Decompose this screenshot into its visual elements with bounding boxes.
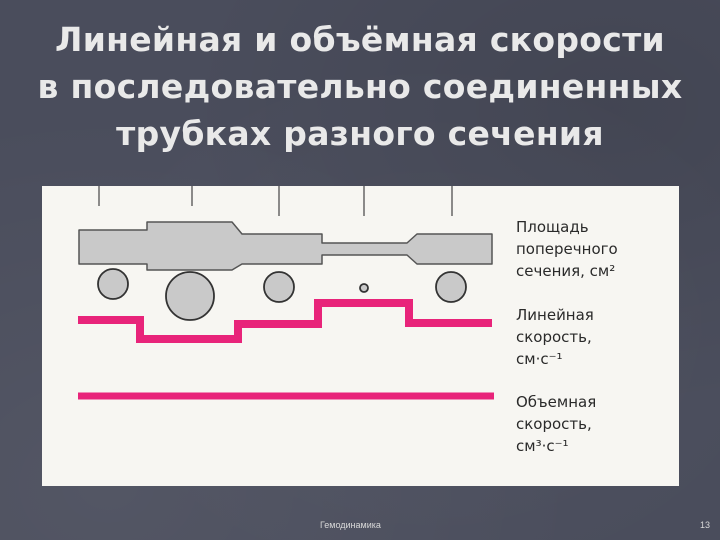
tube-shape [78, 221, 493, 271]
legend-cross-section-area: Площадь поперечного сечения, см² [516, 216, 618, 282]
legend-linear-line-1: Линейная [516, 306, 594, 324]
legend-area-line-2: поперечного [516, 240, 618, 258]
diagram-drawing [78, 186, 494, 400]
legend-volume-velocity: Объемная скорость, см³·с⁻¹ [516, 391, 596, 457]
title-line-2: в последовательно соединенных [37, 67, 683, 106]
legend-area-line-1: Площадь [516, 218, 589, 236]
tube-velocity-diagram: Площадь поперечного сечения, см² Линейна… [42, 186, 679, 486]
legend-linear-line-2: скорость, [516, 328, 592, 346]
cross-section-circle-3 [263, 271, 295, 303]
slide-title: Линейная и объёмная скорости в последова… [0, 16, 720, 157]
legend-volume-line-1: Объемная [516, 393, 597, 411]
cross-section-circle-4 [359, 283, 369, 293]
legend-linear-velocity: Линейная скорость, см·с⁻¹ [516, 304, 594, 370]
cross-section-circle-5 [435, 271, 467, 303]
cross-section-circle-2 [165, 271, 215, 321]
title-line-1: Линейная и объёмная скорости [55, 20, 665, 59]
cross-section-circle-1 [97, 268, 129, 300]
legend-area-line-3: сечения, см² [516, 262, 616, 280]
legend-volume-line-2: скорость, [516, 415, 592, 433]
legend-volume-line-3: см³·с⁻¹ [516, 437, 569, 455]
linear-velocity-line [78, 299, 492, 343]
page-number: 13 [700, 520, 711, 530]
footer-topic: Гемодинамика [320, 520, 381, 530]
legend-linear-line-3: см·с⁻¹ [516, 350, 563, 368]
title-line-3: трубках разного сечения [116, 114, 604, 153]
